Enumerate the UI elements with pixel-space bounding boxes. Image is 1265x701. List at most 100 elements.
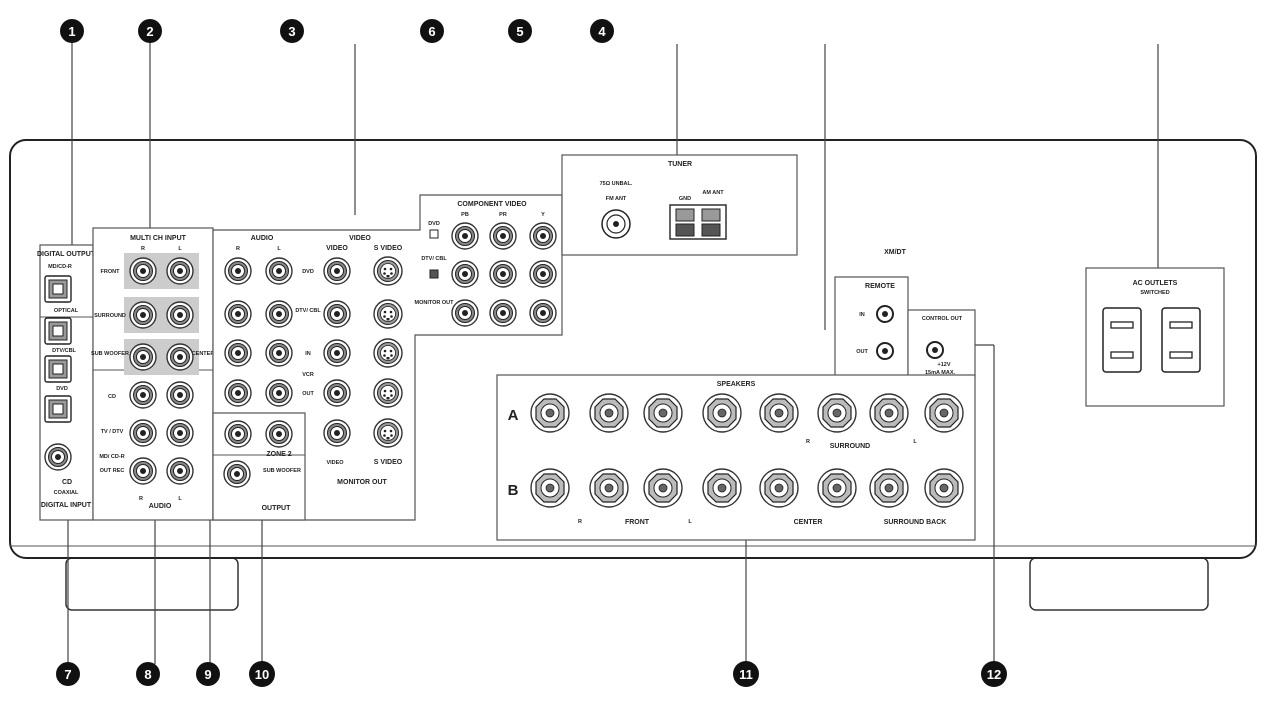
spk-a-surround-l-pos[interactable] — [869, 393, 909, 433]
component-video-label: COMPONENT VIDEO — [457, 201, 527, 208]
spk-surround-back-neg[interactable] — [924, 468, 964, 508]
audio-label: AUDIO — [149, 503, 172, 510]
surround-back-label: SURROUND BACK — [884, 519, 947, 526]
cd-audio-l-jack[interactable] — [166, 381, 194, 409]
dvd-video-jack[interactable] — [323, 257, 351, 285]
cv-dvd-y-jack[interactable] — [529, 222, 557, 250]
cd-audio-r-jack[interactable] — [129, 381, 157, 409]
dvd-svideo-jack[interactable] — [373, 256, 403, 286]
multi-ch-audio-section: MULTI CH INPUT R L FRONT SURROUND SUB WO… — [91, 227, 214, 521]
svg-text:10: 10 — [255, 667, 269, 682]
spk-a-front-r-pos[interactable] — [530, 393, 570, 433]
callout-1: 1 — [60, 19, 84, 43]
dvd-audio-r-jack[interactable] — [224, 257, 252, 285]
zone2-r-jack[interactable] — [224, 420, 252, 448]
remote-label: REMOTE — [865, 283, 895, 290]
pr-label: PR — [499, 212, 507, 218]
dtv-svideo-jack[interactable] — [373, 299, 403, 329]
spk-b-front-l-neg[interactable] — [702, 468, 742, 508]
cv-monitor-y-jack[interactable] — [529, 299, 557, 327]
multi-ch-front-l-jack[interactable] — [166, 257, 194, 285]
front-speaker-label: FRONT — [625, 519, 650, 526]
digital-output-optical-port[interactable] — [44, 275, 72, 303]
spk-b-front-r-pos[interactable] — [530, 468, 570, 508]
surround-label: SURROUND — [94, 313, 126, 319]
spk-b-front-l-pos[interactable] — [643, 468, 683, 508]
dtv-audio-r-jack[interactable] — [224, 300, 252, 328]
dvd-audio-l-jack[interactable] — [265, 257, 293, 285]
dtv-audio-l-jack[interactable] — [265, 300, 293, 328]
cv-dtv-pr-jack[interactable] — [489, 260, 517, 288]
ac-outlet-1[interactable] — [1102, 307, 1142, 373]
multi-ch-surround-l-jack[interactable] — [166, 301, 194, 329]
subwoofer-output-jack[interactable] — [223, 460, 251, 488]
vcr-in-audio-l-jack[interactable] — [265, 339, 293, 367]
vcr-in-svideo-jack[interactable] — [373, 338, 403, 368]
multi-ch-center-jack[interactable] — [166, 343, 194, 371]
remote-out-label: OUT — [856, 349, 868, 355]
tv-audio-r-jack[interactable] — [129, 419, 157, 447]
vcr-out-video-jack[interactable] — [323, 379, 351, 407]
vcr-label: VCR — [302, 372, 314, 378]
vcr-out-audio-r-jack[interactable] — [224, 379, 252, 407]
tv-dtv-label: TV / DTV — [101, 429, 124, 435]
monitor-out-label: MONITOR OUT — [337, 479, 387, 486]
callout-5: 5 — [508, 19, 532, 43]
front-label: FRONT — [101, 269, 121, 275]
callout-8: 8 — [136, 662, 160, 686]
zone2-l-jack[interactable] — [265, 420, 293, 448]
dvd-optical-port[interactable] — [44, 355, 72, 383]
cv-monitor-pb-jack[interactable] — [451, 299, 479, 327]
spk-center-pos[interactable] — [759, 468, 799, 508]
tv-audio-l-jack[interactable] — [166, 419, 194, 447]
spk-center-neg[interactable] — [817, 468, 857, 508]
multi-ch-surround-r-jack[interactable] — [129, 301, 157, 329]
speakers-section: SPEAKERS A B R SURROUND L R FRONT L CENT… — [496, 374, 976, 541]
pb-label: PB — [461, 212, 469, 218]
dvd-optical-label: DVD — [56, 386, 68, 392]
vcr-in-video-jack[interactable] — [323, 339, 351, 367]
cv-dtv-y-jack[interactable] — [529, 260, 557, 288]
y-label: Y — [541, 212, 545, 218]
dtv-video-jack[interactable] — [323, 300, 351, 328]
cv-monitor-pr-jack[interactable] — [489, 299, 517, 327]
cd-optical-port[interactable] — [44, 395, 72, 423]
spk-a-front-l-neg[interactable] — [702, 393, 742, 433]
md-audio-r-jack[interactable] — [129, 457, 157, 485]
cd-audio-label: CD — [108, 394, 116, 400]
md-audio-l-jack[interactable] — [166, 457, 194, 485]
monitor-out-video-jack[interactable] — [323, 419, 351, 447]
ac-outlets-section: AC OUTLETS SWITCHED — [1085, 267, 1225, 407]
cv-dtv-pb-jack[interactable] — [451, 260, 479, 288]
spk-a-surround-r-pos[interactable] — [759, 393, 799, 433]
spk-b-front-r-neg[interactable] — [589, 468, 629, 508]
center-speaker-label: CENTER — [794, 519, 823, 526]
vcr-out-audio-l-jack[interactable] — [265, 379, 293, 407]
cd-coaxial-port[interactable] — [44, 443, 72, 471]
audio-l-label: L — [178, 496, 182, 502]
tuner-section: TUNER 75Ω UNBAL. FM ANT GND AM ANT — [561, 154, 798, 256]
ac-outlet-2[interactable] — [1161, 307, 1201, 373]
cd-coaxial-label: CD — [62, 479, 72, 486]
spk-a-front-r-neg[interactable] — [589, 393, 629, 433]
spk-surround-back-pos[interactable] — [869, 468, 909, 508]
cv-dvd-pb-jack[interactable] — [451, 222, 479, 250]
xm-dt-label: XM/DT — [884, 249, 907, 256]
optical-label: OPTICAL — [54, 308, 79, 314]
multi-ch-l-label: L — [178, 246, 182, 252]
spk-a-surround-l-neg[interactable] — [924, 393, 964, 433]
multi-ch-subwoofer-jack[interactable] — [129, 343, 157, 371]
monitor-out-svideo-jack[interactable] — [373, 418, 403, 448]
coaxial-label: COAXIAL — [54, 490, 79, 496]
vcr-out-svideo-jack[interactable] — [373, 378, 403, 408]
spk-a-surround-r-neg[interactable] — [817, 393, 857, 433]
callouts-top: 1 2 3 6 5 4 — [60, 19, 614, 43]
dvd-row-label: DVD — [302, 269, 314, 275]
vcr-in-audio-r-jack[interactable] — [224, 339, 252, 367]
svg-text:12: 12 — [987, 667, 1001, 682]
dtv-cbl-optical-port[interactable] — [44, 317, 72, 345]
multi-ch-front-r-jack[interactable] — [129, 257, 157, 285]
spk-a-front-l-pos[interactable] — [643, 393, 683, 433]
cv-monitor-out-label: MONITOR OUT — [414, 300, 454, 306]
cv-dvd-pr-jack[interactable] — [489, 222, 517, 250]
